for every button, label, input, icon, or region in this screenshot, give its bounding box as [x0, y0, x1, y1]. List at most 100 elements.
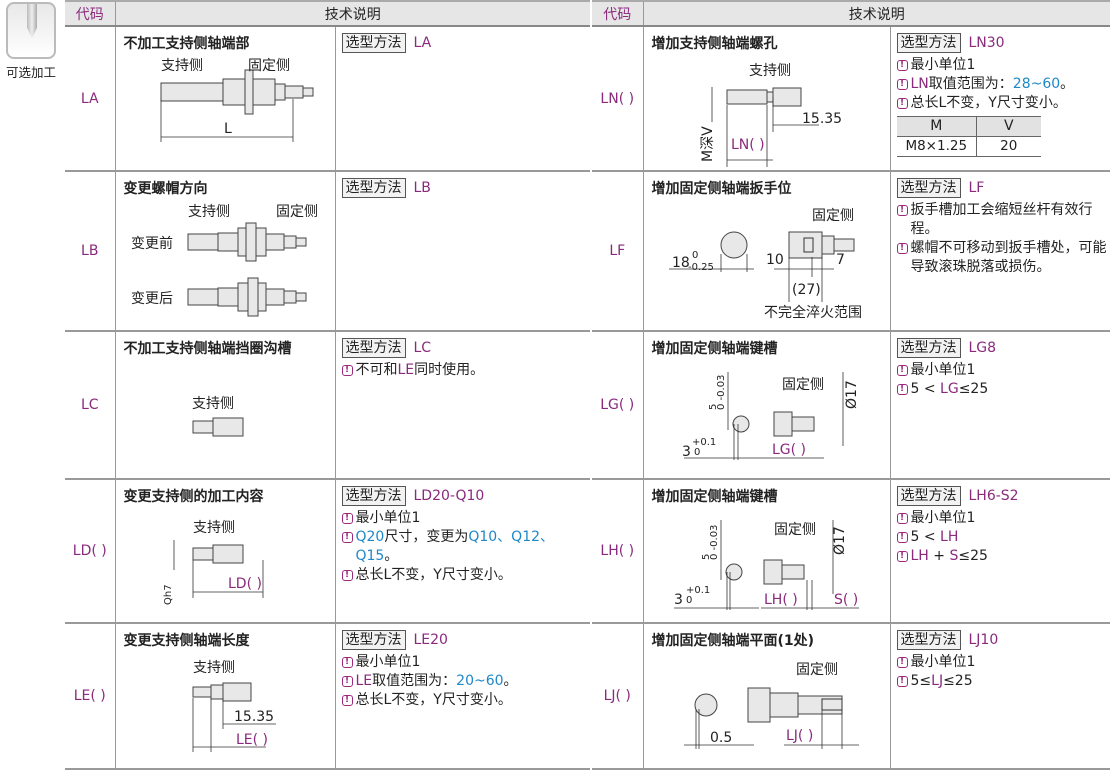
method-example: LB	[413, 179, 431, 196]
diagram-label: 0	[686, 595, 692, 606]
note-text: 总长L不变，Y尺寸变小。	[356, 566, 512, 585]
note-text: 5 < LG≤25	[911, 380, 989, 399]
method-label: 选型方法	[896, 630, 961, 650]
option-code: LB	[65, 171, 115, 332]
diagram-label: 3	[674, 592, 683, 608]
note-segment: 。	[384, 548, 399, 564]
option-title: 增加固定侧轴端键槽	[651, 341, 778, 357]
note-line: !LE取值范围为：20~60。	[341, 672, 591, 691]
spec-header: V	[976, 116, 1041, 137]
option-title: 变更螺帽方向	[123, 181, 208, 197]
warning-icon: !	[896, 205, 908, 216]
diagram-label: 3	[682, 444, 691, 460]
diagram-label: 支持侧	[188, 204, 230, 220]
note-text: LN取值范围为：28~60。	[911, 75, 1075, 94]
note-segment: S	[949, 548, 959, 564]
diagram-label: 固定侧	[774, 522, 816, 538]
method-example: LH6-S2	[968, 487, 1019, 504]
shaft-drawing	[192, 544, 243, 564]
note-line: !5 < LG≤25	[896, 380, 1110, 399]
diagram-label: +0.1	[686, 585, 710, 596]
header-desc: 技术说明	[114, 0, 590, 27]
method-example: LN30	[968, 34, 1005, 51]
note-segment: 取值范围为：	[928, 76, 1013, 92]
note-text: 最小单位1	[356, 509, 421, 528]
diagram-label: 固定侧	[812, 208, 854, 224]
option-title: 增加支持侧轴端螺孔	[651, 36, 778, 52]
warning-icon: !	[896, 60, 908, 71]
note-line: !不可和LE同时使用。	[341, 361, 591, 380]
note-line: !最小单位1	[896, 653, 1110, 672]
note-text: 扳手槽加工会缩短丝杆有效行程。	[911, 201, 1110, 239]
note-text: 最小单位1	[911, 361, 976, 380]
option-title: 增加固定侧轴端扳手位	[651, 181, 792, 197]
note-segment: 最小单位1	[910, 654, 976, 670]
note-segment: LG	[940, 381, 959, 397]
diagram-label: LG( )	[772, 442, 806, 458]
method-label: 选型方法	[341, 630, 406, 650]
shaft-section	[725, 563, 742, 581]
warning-icon: !	[341, 570, 353, 581]
shaft-section	[720, 231, 747, 259]
method-example: LF	[968, 179, 985, 196]
diagram-label: 15.35	[802, 111, 842, 127]
diagram-label: 变更后	[131, 291, 173, 307]
option-diagram: 支持侧固定侧变更前变更后	[131, 204, 318, 317]
shaft-drawing	[763, 559, 804, 585]
note-segment: 最小单位1	[910, 362, 976, 378]
note-line: !LH + S≤25	[896, 547, 1110, 566]
note-segment: 螺帽不可移动到扳手槽处，可能导致滚珠脱落或损伤。	[910, 240, 1107, 275]
note-segment: LH	[910, 548, 929, 564]
note-text: 总长L不变，Y尺寸变小。	[911, 94, 1067, 113]
option-title: 变更支持侧的加工内容	[123, 489, 264, 505]
note-text: 最小单位1	[911, 56, 976, 75]
note-segment: LE	[355, 673, 373, 689]
option-title: 增加固定侧轴端键槽	[651, 489, 778, 505]
diagram-label: 0	[694, 447, 700, 458]
option-title: 不加工支持侧轴端部	[123, 36, 250, 52]
diagram-label: 15.35	[234, 709, 274, 725]
shaft-drawing	[747, 687, 842, 723]
shaft-drawing	[160, 69, 313, 115]
method-example: LJ10	[968, 631, 999, 648]
diagram-label: 0	[692, 250, 698, 261]
note-segment: 20~60	[456, 673, 504, 689]
note-segment: 28~60	[1012, 76, 1061, 92]
note-text: 总长L不变，Y尺寸变小。	[356, 691, 512, 710]
note-segment: 最小单位1	[910, 57, 976, 73]
diagram-label: 支持侧	[192, 396, 234, 412]
warning-icon: !	[341, 676, 353, 687]
diagram-label: 固定侧	[248, 58, 290, 74]
note-line: !最小单位1	[896, 56, 1110, 75]
method-label: 选型方法	[896, 338, 961, 358]
diagram-label: 支持侧	[749, 63, 791, 79]
table-header: 代码技术说明	[65, 0, 590, 27]
diagram-label: M深V	[700, 126, 716, 162]
note-segment: 扳手槽加工会缩短丝杆有效行程。	[910, 202, 1093, 237]
note-line: !Q20尺寸，变更为Q10、Q12、Q15。	[341, 528, 591, 566]
shaft-section	[694, 693, 717, 717]
note-segment: Q10、Q12、Q15	[355, 529, 555, 564]
method-example: LC	[413, 339, 432, 356]
option-title: 变更支持侧轴端长度	[123, 633, 250, 649]
option-category: 可选加工	[0, 0, 62, 81]
option-code: LG( )	[592, 331, 643, 480]
warning-icon: !	[341, 532, 353, 543]
note-line: !总长L不变，Y尺寸变小。	[341, 566, 591, 585]
